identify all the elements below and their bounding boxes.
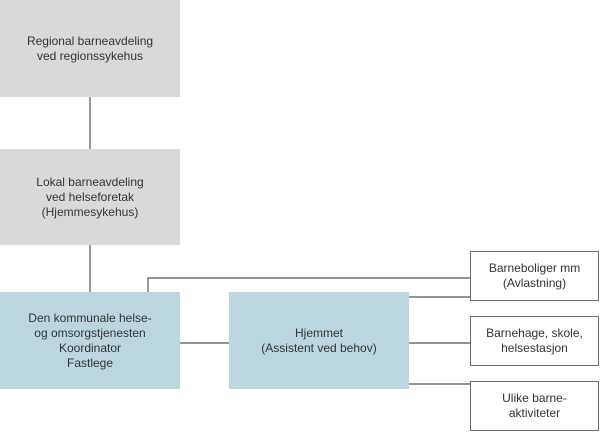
node-barnehage-skole: Barnehage, skole, helsestasjon [470,316,599,366]
node-regional-barneavdeling: Regional barneavdeling ved regionssykehu… [0,0,180,97]
node-kommunal-helsetjeneste: Den kommunale helse- og omsorgstjenesten… [0,292,180,389]
node-barneaktiviteter: Ulike barne- aktiviteter [470,381,599,431]
node-hjemmet: Hjemmet (Assistent ved behov) [229,292,409,389]
connector-kommunal-barneboliger [147,277,470,292]
node-lokal-barneavdeling: Lokal barneavdeling ved helseforetak (Hj… [0,149,180,245]
node-barneboliger: Barneboliger mm (Avlastning) [470,251,599,301]
